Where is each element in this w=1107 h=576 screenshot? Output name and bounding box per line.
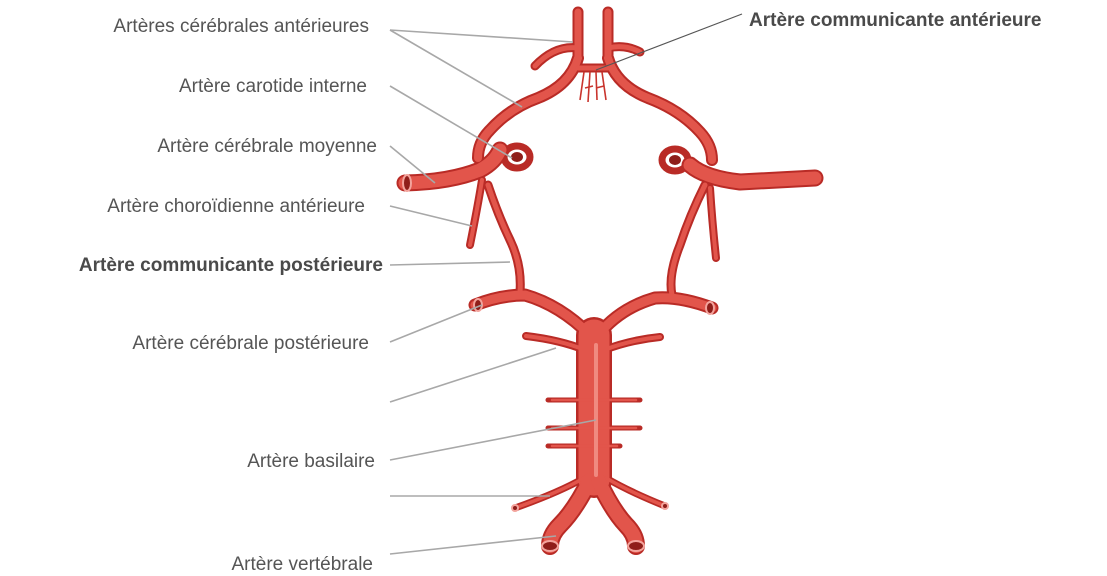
leader-posterior-cerebral [390, 305, 482, 342]
perforator-twigs [580, 72, 606, 102]
leader-vertebral [390, 536, 556, 554]
label-internal-carotid-artery: Artère carotide interne [179, 76, 367, 98]
pca-right-end [706, 302, 714, 314]
ica-lumens [511, 152, 681, 165]
vertebral-right-end [628, 541, 644, 551]
aica-left-end [512, 505, 518, 511]
artery-outline-layer [405, 12, 815, 546]
label-anterior-choroidal-artery: Artère choroïdienne antérieure [107, 196, 365, 218]
leader-lines [390, 14, 742, 554]
label-basilar-artery: Artère basilaire [247, 451, 375, 473]
leader-basilar [390, 420, 596, 460]
label-middle-cerebral-artery: Artère cérébrale moyenne [157, 136, 377, 158]
middle-cerebral-left-fill [405, 150, 500, 183]
a1-left [478, 58, 578, 158]
label-anterior-communicating-artery: Artère communicante antérieure [749, 10, 1042, 32]
leader-anterior-choroidal [390, 206, 472, 226]
leader-anterior-communicating [596, 14, 742, 70]
leader-anterior-cerebral-1 [390, 30, 573, 42]
label-posterior-communicating-artery: Artère communicante postérieure [79, 255, 383, 277]
vertebral-left-end [542, 541, 558, 551]
posterior-cerebral-left-fill [475, 295, 590, 335]
aica-right-end [662, 503, 668, 509]
leader-anterior-cerebral-2 [390, 30, 522, 107]
label-posterior-cerebral-artery: Artère cérébrale postérieure [132, 333, 369, 355]
posterior-communicating-right [671, 185, 705, 295]
label-anterior-cerebral-arteries: Artères cérébrales antérieures [113, 16, 369, 38]
a1-right [608, 58, 712, 160]
mca-left-end [403, 175, 411, 191]
leader-superior-cerebellar [390, 348, 556, 402]
leader-posterior-communicating [390, 262, 510, 265]
